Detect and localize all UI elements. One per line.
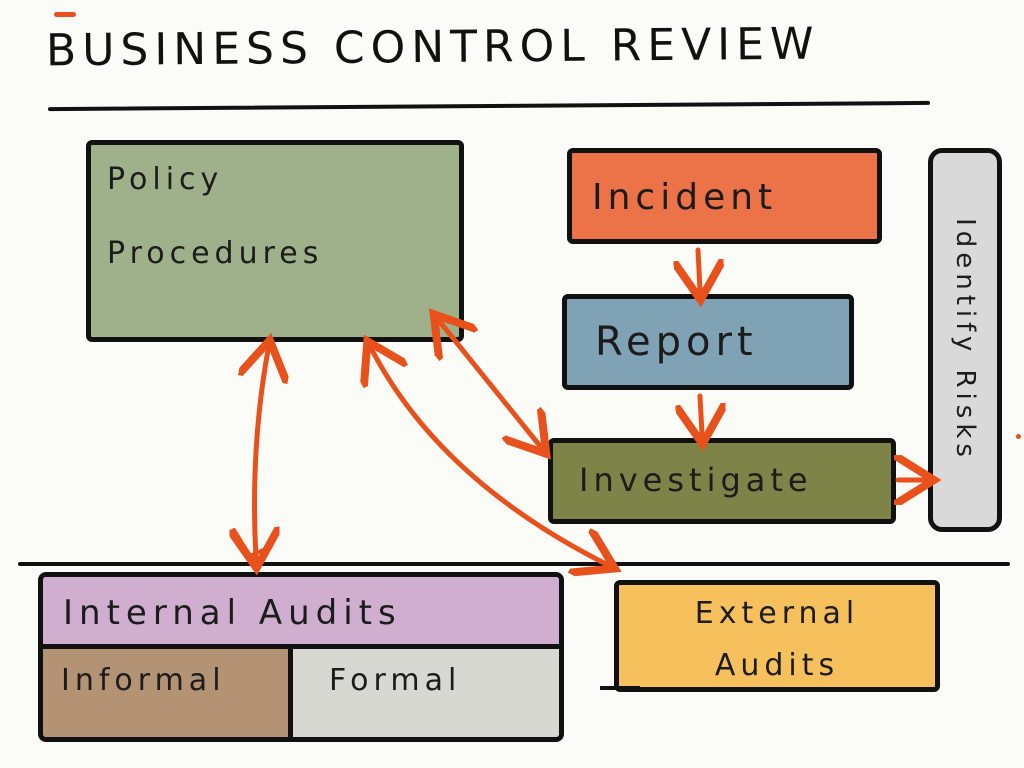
informal-box: Informal [43, 649, 293, 737]
policy-procedures-box: Policy Procedures [86, 140, 464, 342]
arrow-report-investigate [700, 393, 702, 434]
accent-mark [54, 12, 76, 17]
external-label: External [694, 596, 860, 631]
incident-label: Incident [592, 177, 778, 218]
informal-label: Informal [61, 663, 226, 698]
procedures-label: Procedures [107, 236, 324, 271]
stray-dot [1016, 434, 1021, 439]
policy-label: Policy [107, 162, 224, 197]
internal-audits-group: Internal Audits Informal Formal [38, 572, 564, 742]
formal-box: Formal [293, 649, 559, 737]
formal-label: Formal [329, 663, 462, 698]
arrow-policy-internal [255, 350, 269, 558]
arrow-policy-external [372, 350, 606, 564]
external-audits-box: External Audits [614, 580, 940, 692]
internal-audits-label: Internal Audits [63, 593, 402, 633]
incident-box: Incident [567, 148, 882, 244]
audits-label: Audits [714, 648, 840, 683]
arrow-incident-report [698, 247, 700, 290]
arrow-policy-investigate [440, 322, 540, 446]
internal-audits-box: Internal Audits [43, 577, 559, 649]
external-audits-underline [600, 686, 640, 690]
